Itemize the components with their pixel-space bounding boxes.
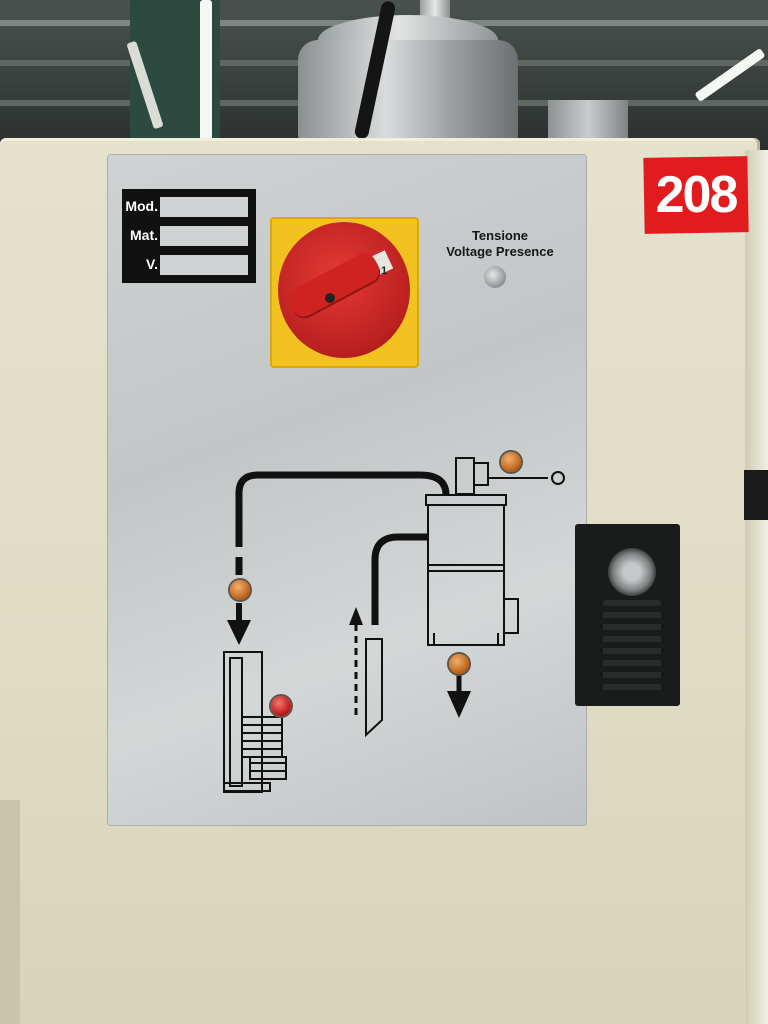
serial-field (160, 226, 248, 246)
voltage-label-it: Tensione (471, 228, 529, 243)
conveying-pipe (235, 471, 450, 525)
rating-nameplate: Mod. Mat. V. (122, 189, 256, 283)
door-hinge (744, 470, 768, 520)
switch-pivot (325, 293, 335, 303)
flow-arrow-head (227, 620, 251, 645)
door-seam (0, 800, 20, 1024)
voltage-lamp-icon (484, 266, 506, 288)
switch-position-mark: 1 (381, 265, 388, 277)
blower-motor-icon (223, 651, 287, 793)
model-label: Mod. (125, 198, 158, 214)
steel-tank (548, 100, 628, 145)
discharge-arrow-head (447, 691, 471, 718)
filter-valve-lamp (501, 452, 521, 472)
suction-lance-icon (365, 638, 383, 738)
suction-pipe (371, 533, 428, 625)
voltage-label: V. (146, 256, 158, 272)
model-field (160, 197, 248, 217)
nameplate-row-model: Mod. (122, 192, 256, 222)
voltage-label-en: Voltage Presence (446, 244, 554, 259)
conveying-lamp (230, 580, 250, 600)
voltage-field (160, 255, 248, 275)
discharge-lamp (449, 654, 469, 674)
ceiling-light (200, 0, 212, 140)
hopper-icon (425, 457, 565, 646)
loader-diagram-icon (223, 457, 565, 793)
steel-hopper (298, 40, 518, 140)
lock-icon[interactable] (608, 548, 656, 596)
ceiling-light (694, 47, 766, 103)
nameplate-row-serial: Mat. (122, 221, 256, 251)
machine-number: 208 (655, 166, 739, 224)
nameplate-row-voltage: V. (122, 250, 256, 280)
suction-arrow-head (349, 607, 363, 625)
blower-lamp (271, 696, 291, 716)
cabinet-side-edge (745, 150, 768, 1024)
lock-handle-slot (603, 600, 661, 696)
serial-label: Mat. (130, 227, 158, 243)
